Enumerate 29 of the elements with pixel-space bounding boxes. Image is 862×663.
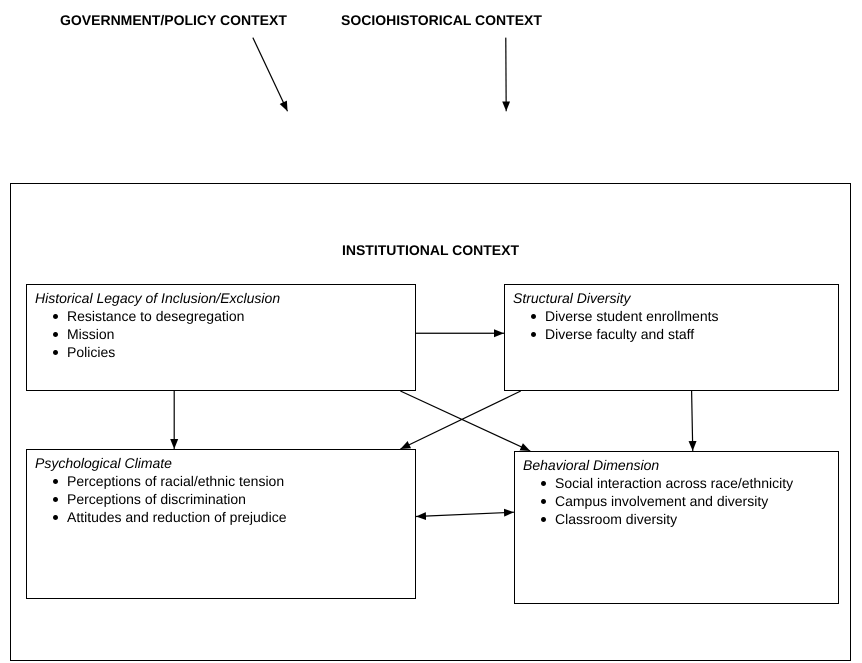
bullet-item: Resistance to desegregation: [35, 307, 407, 325]
concept-box: [514, 451, 839, 604]
arrow: [170, 391, 178, 449]
arrow: [416, 508, 514, 520]
bullet-item: Mission: [35, 325, 407, 343]
context-label: GOVERNMENT/POLICY CONTEXT: [60, 12, 287, 28]
bullet-item: Attitudes and reduction of prejudice: [35, 508, 407, 526]
box-heading: Behavioral Dimension: [523, 456, 660, 474]
concept-box: [26, 284, 416, 391]
concept-box: [504, 284, 839, 391]
arrow: [416, 329, 504, 338]
arrow: [252, 37, 288, 112]
arrow: [502, 38, 510, 112]
frame-title: INSTITUTIONAL CONTEXT: [340, 242, 520, 258]
bullet-item: Perceptions of discrimination: [35, 490, 407, 508]
bullet-item: Perceptions of racial/ethnic tension: [35, 472, 407, 490]
bullet-item: Policies: [35, 343, 407, 361]
bullet-item: Social interaction across race/ethnicity: [523, 474, 830, 492]
bullet-item: Campus involvement and diversity: [523, 492, 830, 510]
bullet-item: Classroom diversity: [523, 510, 830, 528]
arrow: [688, 390, 697, 452]
context-frame: [10, 183, 851, 661]
box-heading: Historical Legacy of Inclusion/Exclusion: [35, 289, 282, 307]
bullet-item: Diverse student enrollments: [513, 307, 830, 325]
concept-box: [26, 449, 416, 599]
context-label: SOCIOHISTORICAL CONTEXT: [341, 12, 542, 28]
box-heading: Psychological Climate: [35, 454, 173, 472]
box-heading: Structural Diversity: [513, 289, 632, 307]
bullet-item: Diverse faculty and staff: [513, 325, 830, 343]
